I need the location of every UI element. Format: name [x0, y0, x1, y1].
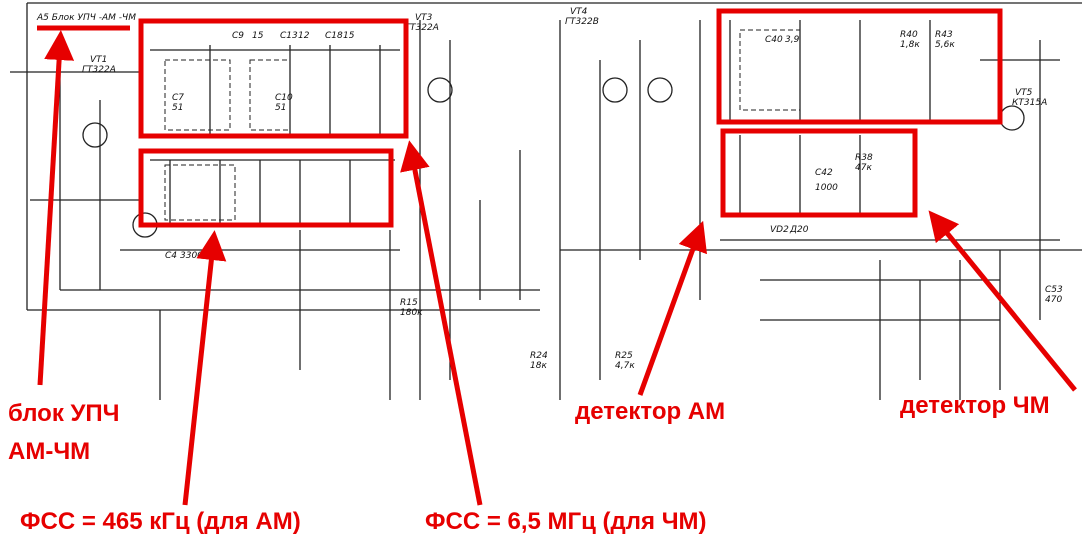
- component-label: ГТ322В: [565, 17, 599, 27]
- component-label: R24: [530, 351, 548, 361]
- component-label: VT3: [415, 13, 433, 23]
- det-am-box: [720, 128, 918, 218]
- component-label: C13: [280, 31, 298, 41]
- component-label: 1000: [815, 183, 838, 193]
- fss-am-box: [138, 148, 394, 228]
- component-label: VD2: [770, 225, 789, 235]
- component-label: 470: [1045, 295, 1062, 305]
- annotation-det-fm: детектор ЧМ: [900, 392, 1050, 419]
- component-label: 1,8к: [900, 40, 920, 50]
- component-label: 15: [252, 31, 264, 41]
- arrow-det-fm: [928, 210, 1077, 392]
- component-label: C53: [1045, 285, 1063, 295]
- schematic-wiring: [10, 2, 1082, 400]
- arrow-fss-am: [182, 230, 227, 506]
- annotation-fss-fm: ФСС = 6,5 МГц (для ЧМ): [425, 508, 707, 535]
- annotation-block-line1: блок УПЧ: [8, 400, 120, 427]
- component-label: R43: [935, 30, 953, 40]
- det-fm-box: [716, 8, 1003, 125]
- component-label: VT5: [1015, 88, 1033, 98]
- component-label: 5,6к: [935, 40, 955, 50]
- component-label: 51: [172, 103, 183, 113]
- highlight-boxes: [37, 8, 1003, 228]
- annotation-fss-am: ФСС = 465 кГц (для АМ): [20, 508, 301, 535]
- component-label: 180к: [400, 308, 423, 318]
- component-label: R25: [615, 351, 633, 361]
- component-label: ГТ322А: [82, 65, 116, 75]
- component-label: C9: [232, 31, 244, 41]
- component-label: 4,7к: [615, 361, 635, 371]
- component-label: 3300: [180, 251, 203, 261]
- component-label: C4: [165, 251, 177, 261]
- component-label: C7: [172, 93, 184, 103]
- component-label: C42: [815, 168, 833, 178]
- component-label: C40: [765, 35, 783, 45]
- arrow-det-am: [637, 220, 707, 396]
- component-label: 51: [275, 103, 286, 113]
- component-label: C10: [275, 93, 293, 103]
- component-label: КТ315А: [1012, 98, 1047, 108]
- component-label: VT4: [570, 7, 588, 17]
- arrow-block: [37, 30, 75, 386]
- component-label: 18к: [530, 361, 547, 371]
- component-label: 47к: [855, 163, 872, 173]
- component-label: VT1: [90, 55, 107, 65]
- shield-boxes: [164, 29, 801, 221]
- arrow-fss-fm: [400, 140, 483, 506]
- component-label: 3,9: [785, 35, 800, 45]
- component-label: Д20: [789, 225, 809, 235]
- annotation-det-am: детектор АМ: [575, 398, 726, 425]
- block-header-label: А5 Блок УПЧ -АМ -ЧМ: [36, 13, 136, 23]
- component-label: C18: [325, 31, 343, 41]
- component-label: ГТ322А: [405, 23, 439, 33]
- annotation-block-line2: АМ-ЧМ: [8, 438, 91, 465]
- component-label: R15: [400, 298, 418, 308]
- component-label: R38: [855, 153, 873, 163]
- component-label: R40: [900, 30, 918, 40]
- component-label: 15: [343, 31, 355, 41]
- component-label: 12: [298, 31, 310, 41]
- fss-fm-box: [138, 18, 409, 139]
- annotation-arrows: [37, 30, 1077, 506]
